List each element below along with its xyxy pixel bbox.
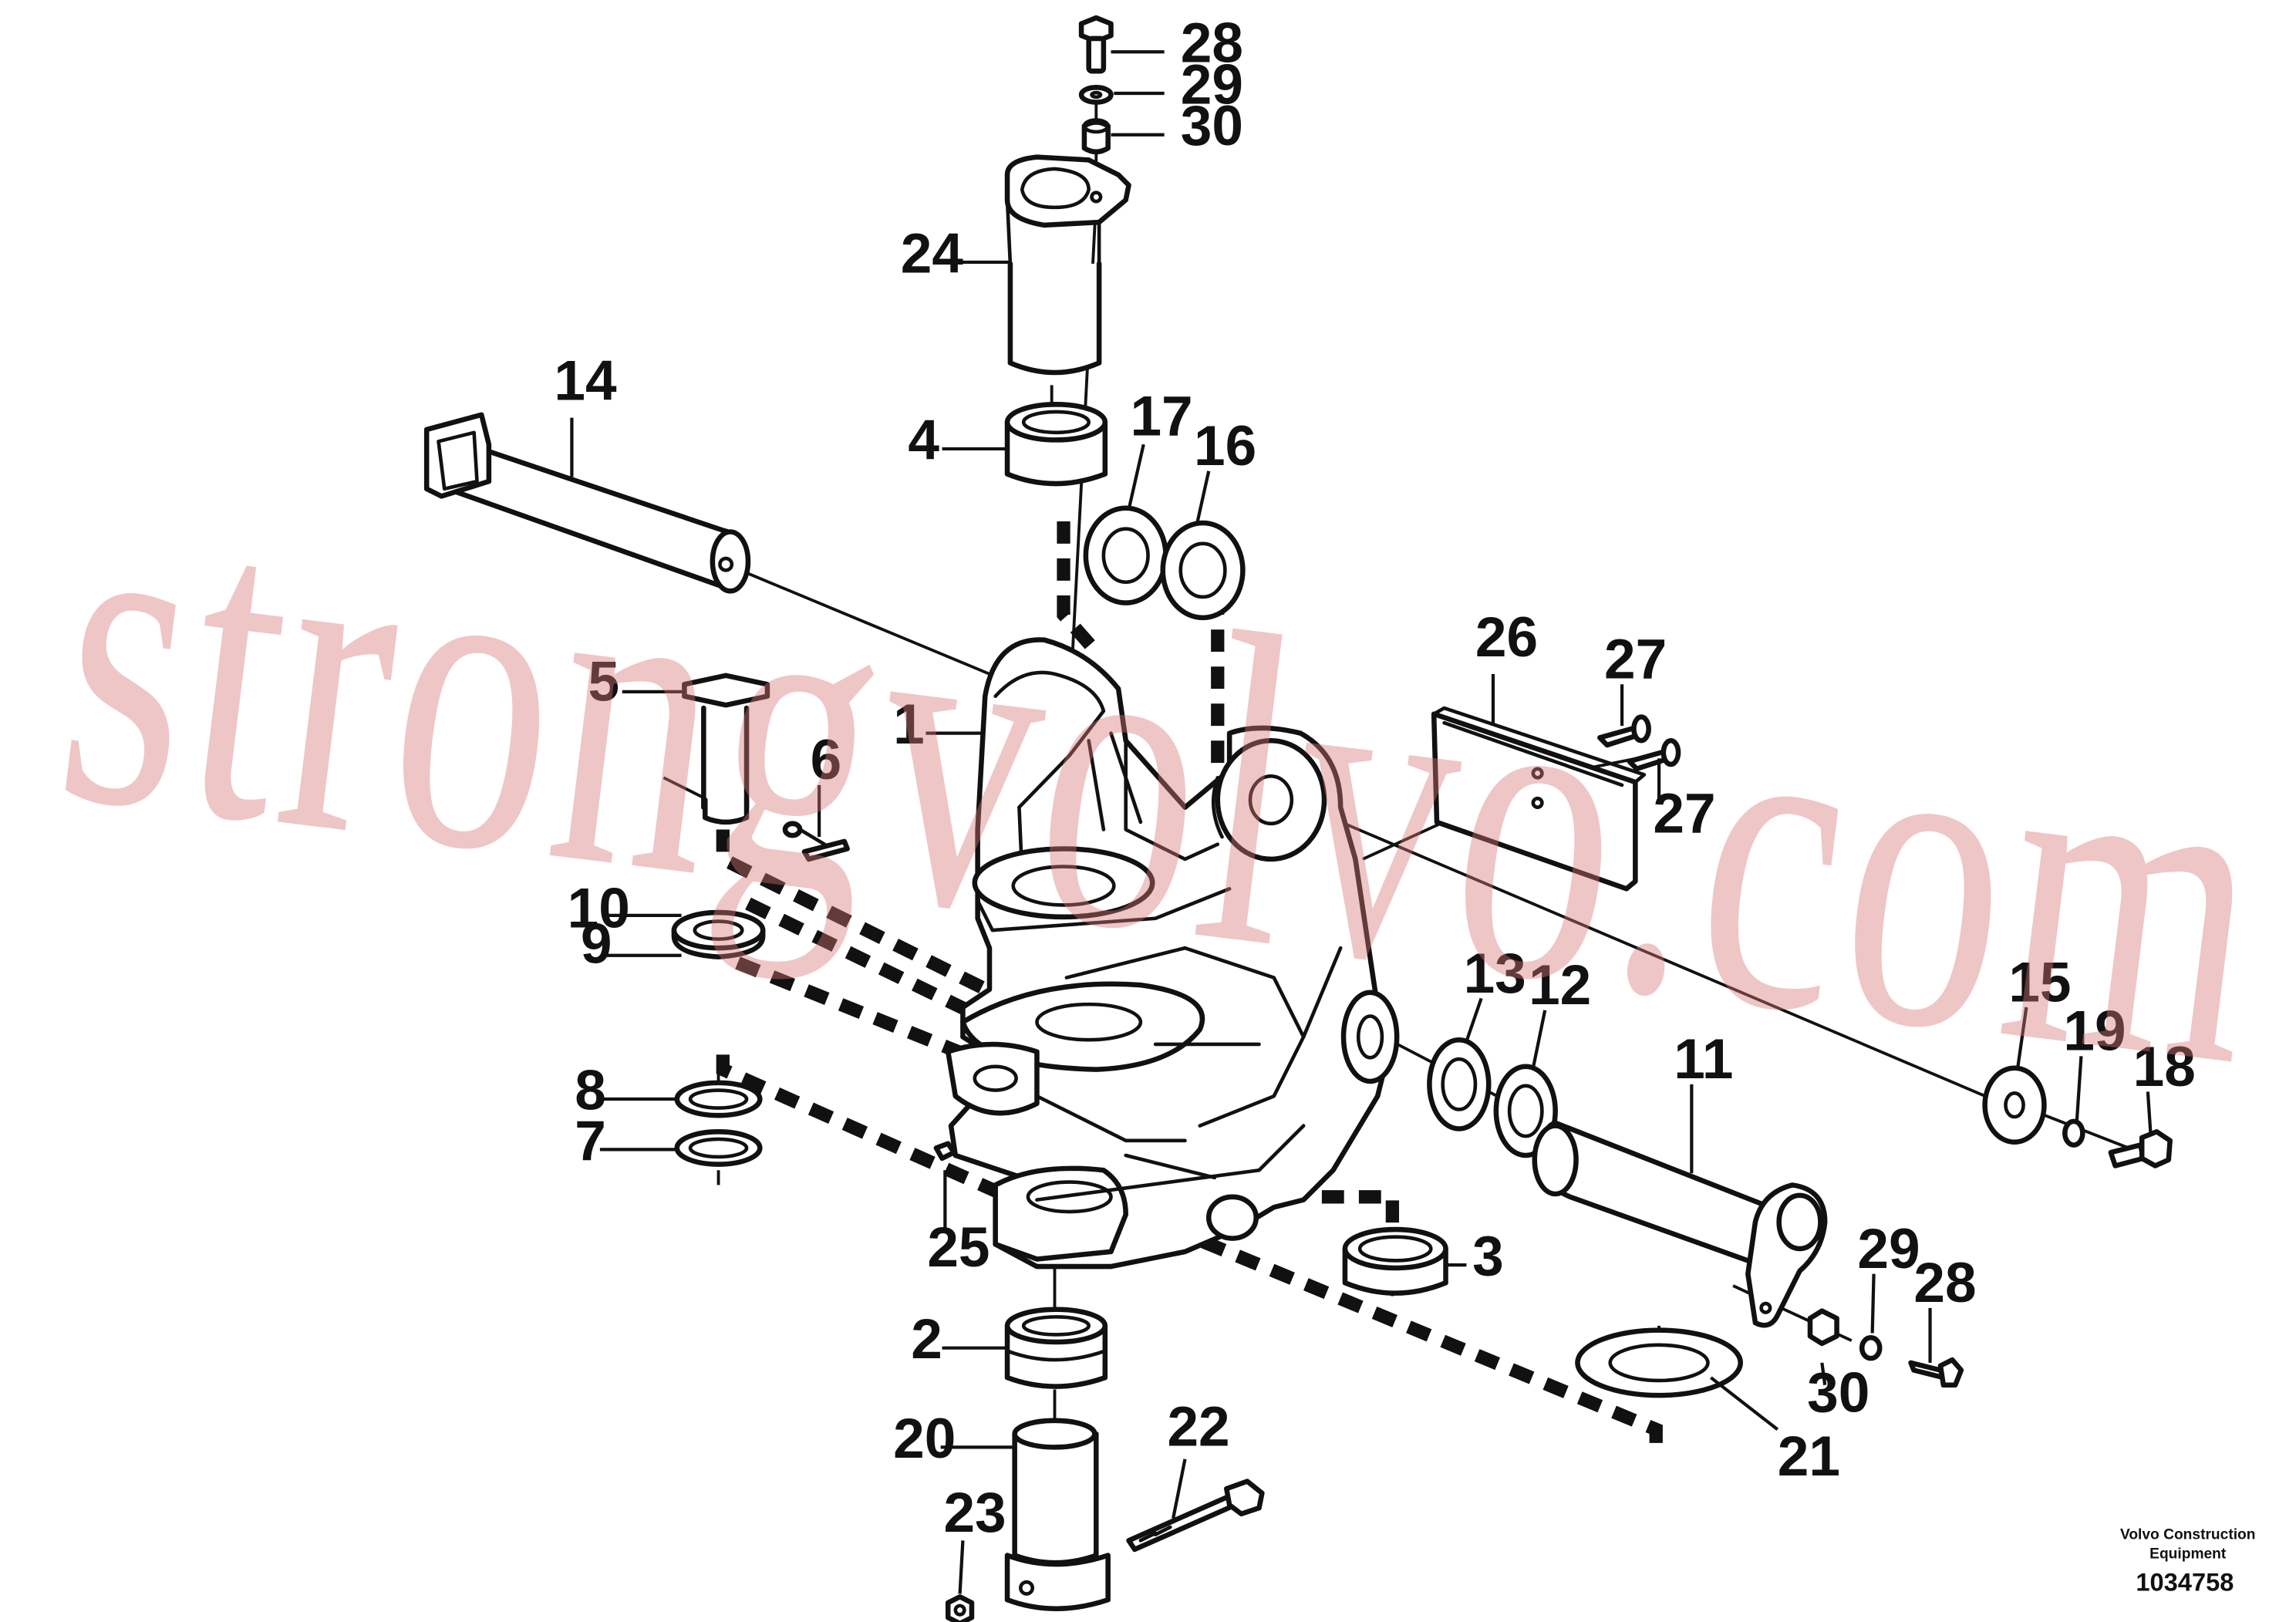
callout-17: 17 bbox=[1130, 386, 1192, 448]
part-18-bolt bbox=[2108, 1129, 2173, 1168]
brand-line-2: Equipment bbox=[2149, 1546, 2227, 1562]
callout-1: 1 bbox=[893, 693, 925, 756]
part-4-bushing bbox=[1004, 402, 1108, 487]
callout-3: 3 bbox=[1472, 1226, 1504, 1288]
callout-20: 20 bbox=[893, 1408, 956, 1470]
callouts: 28 29 30 24 14 4 17 16 26 27 27 5 6 1 10… bbox=[554, 12, 2195, 1544]
callout-30: 30 bbox=[1181, 95, 1243, 157]
part-5-pin bbox=[682, 673, 770, 825]
part-9-10-rings bbox=[671, 909, 766, 959]
callout-22: 22 bbox=[1167, 1395, 1229, 1458]
part-1-frame bbox=[945, 637, 1400, 1270]
callout-30: 30 bbox=[1807, 1361, 1870, 1424]
callout-28: 28 bbox=[1913, 1252, 1976, 1314]
part-17-washer bbox=[1083, 505, 1168, 605]
callout-29: 29 bbox=[1181, 53, 1243, 116]
part-8-seal bbox=[674, 1080, 763, 1118]
part-15-washer bbox=[1982, 1065, 2047, 1145]
part-24-pin bbox=[1004, 154, 1131, 376]
part-23-nut bbox=[945, 1594, 975, 1622]
callout-24: 24 bbox=[901, 222, 964, 285]
part-25-nipple bbox=[933, 1141, 957, 1162]
footer-block: Volvo Construction Equipment 1034758 bbox=[2120, 1526, 2256, 1596]
callout-6: 6 bbox=[811, 729, 842, 791]
bolt-stack-top bbox=[1078, 15, 1114, 155]
part-19-washer bbox=[2062, 1118, 2085, 1148]
brand-line-1: Volvo Construction bbox=[2120, 1526, 2256, 1543]
callout-5: 5 bbox=[588, 650, 620, 713]
callout-8: 8 bbox=[575, 1059, 606, 1121]
callout-26: 26 bbox=[1475, 606, 1538, 669]
part-6-pin bbox=[782, 821, 850, 862]
leader-lines bbox=[570, 50, 2153, 1594]
callout-11: 11 bbox=[1674, 1028, 1733, 1091]
part-21-washer bbox=[1575, 1327, 1743, 1398]
callout-4: 4 bbox=[908, 409, 939, 471]
part-13-ring bbox=[1427, 1037, 1492, 1131]
drawing-number: 1034758 bbox=[2136, 1568, 2234, 1597]
callout-19: 19 bbox=[2063, 1000, 2126, 1063]
part-2-bushing bbox=[1004, 1307, 1108, 1389]
part-16-washer bbox=[1160, 520, 1246, 621]
part-26-plate bbox=[1431, 706, 1647, 892]
part-3-bushing bbox=[1342, 1226, 1448, 1296]
callout-10: 10 bbox=[568, 877, 630, 939]
callout-16: 16 bbox=[1194, 415, 1256, 477]
callout-28: 28 bbox=[1181, 12, 1243, 75]
part-27-screws bbox=[1597, 714, 1681, 772]
part-7-seal bbox=[674, 1129, 763, 1167]
bolt-stack-right bbox=[1807, 1308, 1964, 1388]
callout-27: 27 bbox=[1604, 629, 1667, 691]
callout-23: 23 bbox=[943, 1482, 1006, 1544]
callout-2: 2 bbox=[911, 1308, 942, 1371]
part-14-pin bbox=[423, 412, 751, 594]
callout-29: 29 bbox=[1857, 1218, 1920, 1280]
callout-9: 9 bbox=[581, 912, 612, 975]
part-22-bolt bbox=[1126, 1479, 1265, 1553]
callout-14: 14 bbox=[554, 350, 617, 413]
callout-15: 15 bbox=[2008, 951, 2071, 1013]
callout-7: 7 bbox=[575, 1110, 606, 1172]
callout-27: 27 bbox=[1653, 782, 1715, 845]
part-20-pin bbox=[1004, 1418, 1111, 1611]
callout-12: 12 bbox=[1529, 954, 1591, 1017]
callout-25: 25 bbox=[927, 1216, 990, 1279]
callout-13: 13 bbox=[1464, 943, 1526, 1005]
callout-18: 18 bbox=[2133, 1036, 2196, 1098]
part-11-pin bbox=[1532, 1120, 1828, 1328]
callout-21: 21 bbox=[1778, 1425, 1840, 1488]
